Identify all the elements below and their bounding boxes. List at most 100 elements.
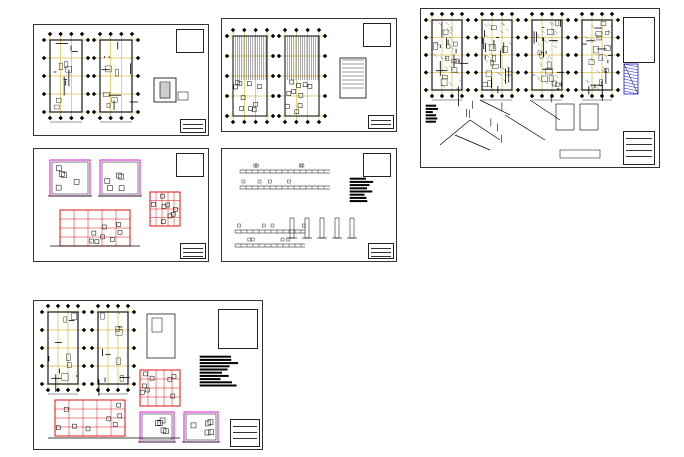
column — [284, 103, 290, 109]
wall-outline — [99, 39, 133, 113]
window — [104, 178, 111, 184]
axis-marker — [499, 93, 505, 99]
axis-marker — [322, 93, 328, 99]
axis-marker — [515, 52, 521, 58]
furniture — [433, 42, 438, 50]
axis-marker — [89, 381, 95, 387]
furniture — [548, 75, 554, 82]
hatch — [491, 87, 495, 92]
text-block-line — [425, 114, 437, 117]
hatch — [505, 28, 509, 32]
axis-marker — [85, 109, 91, 115]
isometric-pipe — [504, 114, 546, 141]
wall-outline — [97, 311, 129, 385]
hatch — [591, 24, 595, 29]
axis-marker — [105, 303, 111, 309]
hatch — [433, 54, 438, 58]
axis-marker — [423, 35, 429, 40]
axis-marker — [305, 27, 310, 33]
hatch — [500, 48, 504, 52]
axis-marker — [135, 73, 141, 79]
detail-section — [257, 179, 262, 184]
window — [160, 427, 167, 434]
axis-marker — [549, 93, 555, 99]
detail-section — [241, 179, 246, 184]
column — [237, 80, 243, 86]
axis-marker — [429, 11, 435, 17]
furniture — [598, 54, 603, 61]
hatch-line — [623, 87, 639, 92]
section-element — [160, 193, 165, 199]
furniture — [487, 80, 492, 87]
window — [56, 165, 62, 171]
furniture — [106, 102, 111, 108]
hatch — [486, 54, 490, 58]
axis-marker — [565, 87, 571, 93]
axis-marker — [242, 119, 247, 125]
roof-symbol — [177, 91, 189, 101]
axis-marker — [224, 113, 230, 119]
furniture — [54, 104, 60, 110]
axis-marker — [55, 387, 61, 393]
window — [118, 173, 125, 180]
furniture — [442, 29, 449, 35]
axis-marker — [45, 303, 51, 309]
hatch — [446, 28, 450, 32]
hatch — [589, 38, 594, 42]
column-detail — [349, 217, 355, 239]
axis-marker — [65, 303, 71, 309]
isometric-pipe — [479, 99, 511, 116]
axis-marker — [465, 35, 471, 40]
detail-section — [300, 163, 305, 168]
furniture — [596, 36, 602, 41]
section-element — [72, 423, 77, 429]
axis-marker — [81, 363, 87, 369]
axis-marker — [85, 73, 91, 79]
axis-marker — [565, 70, 571, 75]
hatch — [601, 69, 605, 73]
stair-plan — [339, 57, 367, 99]
axis-marker — [131, 363, 137, 369]
hatch — [554, 30, 558, 34]
hatch — [602, 66, 606, 70]
axis-marker — [91, 91, 97, 97]
axis-marker — [589, 93, 595, 99]
axis-marker — [539, 93, 545, 99]
axis-marker — [316, 27, 322, 33]
axis-marker — [89, 363, 95, 369]
axis-marker — [276, 33, 282, 39]
axis-marker — [276, 73, 282, 79]
axis-marker — [119, 115, 124, 121]
section-element — [170, 393, 176, 399]
axis-marker — [276, 113, 282, 119]
furniture — [492, 64, 499, 69]
axis-marker — [523, 70, 529, 75]
furniture — [485, 70, 492, 77]
hatch — [497, 71, 501, 76]
axis-marker — [523, 17, 529, 23]
furniture — [445, 56, 450, 62]
hatch — [545, 81, 549, 85]
section-element — [139, 390, 145, 395]
column — [291, 89, 296, 94]
window — [58, 171, 65, 177]
axis-marker — [473, 17, 479, 23]
hatch — [455, 87, 459, 91]
detail-section — [301, 223, 306, 228]
facade — [101, 161, 139, 195]
axis-marker — [230, 27, 236, 33]
axis-marker — [39, 381, 45, 387]
hatch — [500, 22, 505, 26]
axis-marker — [129, 115, 135, 121]
hatch — [603, 54, 608, 58]
column — [294, 109, 300, 115]
sheet-structural-plans — [221, 18, 397, 132]
furniture — [65, 66, 72, 73]
axis-marker — [615, 70, 621, 75]
furniture — [603, 45, 611, 51]
section-element — [106, 416, 112, 422]
axis-marker — [322, 73, 328, 79]
furniture — [115, 68, 119, 77]
axis-marker — [135, 37, 141, 43]
